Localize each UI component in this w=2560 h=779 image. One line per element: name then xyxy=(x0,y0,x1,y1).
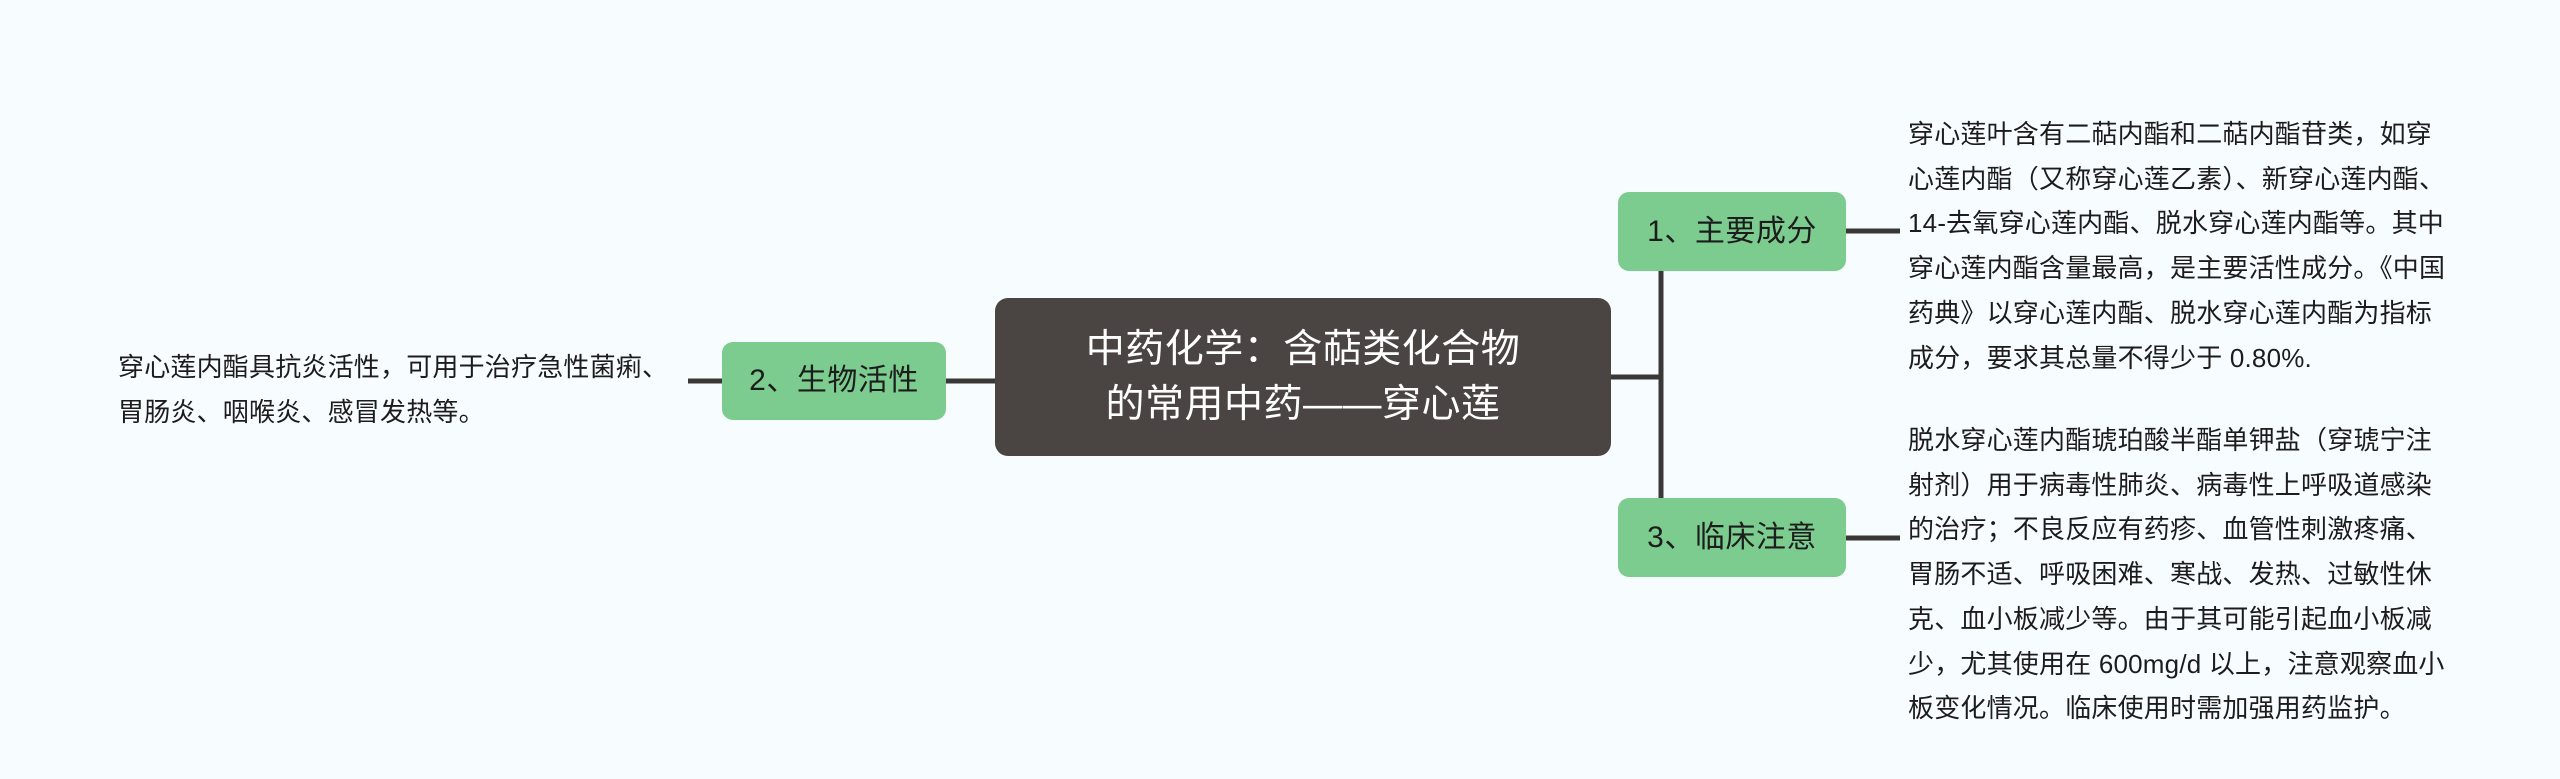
branch-node-biological-activity[interactable]: 2、生物活性 xyxy=(722,342,946,420)
root-node-line-2: 的常用中药——穿心莲 xyxy=(1105,383,1501,426)
root-node[interactable]: 中药化学：含萜类化合物 的常用中药——穿心莲 xyxy=(995,298,1611,456)
branch-label-clinical-notes: 3、临床注意 xyxy=(1647,520,1817,554)
detail-text-clinical-notes: 脱水穿心莲内酯琥珀酸半酯单钾盐（穿琥宁注射剂）用于病毒性肺炎、病毒性上呼吸道感染… xyxy=(1908,425,2445,724)
branch-label-main-components: 1、主要成分 xyxy=(1647,214,1817,248)
root-node-line-1: 中药化学：含萜类化合物 xyxy=(1085,327,1521,371)
branch-node-clinical-notes[interactable]: 3、临床注意 xyxy=(1618,498,1846,577)
branch-label-biological-activity: 2、生物活性 xyxy=(749,364,919,397)
detail-text-biological-activity: 穿心莲内酯具抗炎活性，可用于治疗急性菌痢、胃肠炎、咽喉炎、感冒发热等。 xyxy=(118,352,669,427)
detail-text-main-components: 穿心莲叶含有二萜内酯和二萜内酯苷类，如穿心莲内酯（又称穿心莲乙素）、新穿心莲内酯… xyxy=(1908,119,2446,373)
root-node-label: 中药化学：含萜类化合物 的常用中药——穿心莲 xyxy=(1086,322,1521,433)
branch-node-main-components[interactable]: 1、主要成分 xyxy=(1618,192,1846,271)
